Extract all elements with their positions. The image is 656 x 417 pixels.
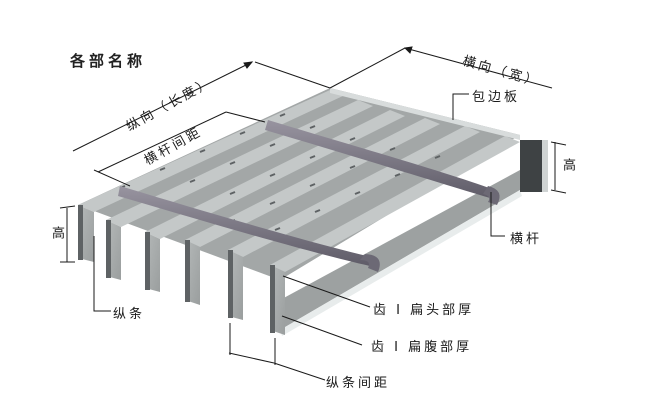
cross-bar-label: 横杆	[510, 232, 543, 247]
height-right-label: 高	[560, 158, 575, 171]
bearing-bar-label: 纵条	[113, 307, 146, 322]
grating-side-face	[280, 170, 520, 330]
edge-plate	[330, 88, 548, 192]
height-left-label: 高	[49, 226, 64, 239]
bearing-bar-spacing-label: 纵条间距	[326, 376, 391, 391]
diagram-title: 各部名称	[70, 52, 147, 70]
dimension-lines	[59, 46, 567, 381]
tooth-head-thickness-label: 齿 I 扁头部厚	[373, 303, 475, 318]
tooth-web-thickness-label: 齿 I 扁腹部厚	[371, 340, 473, 355]
edge-plate-label: 包边板	[472, 90, 521, 105]
